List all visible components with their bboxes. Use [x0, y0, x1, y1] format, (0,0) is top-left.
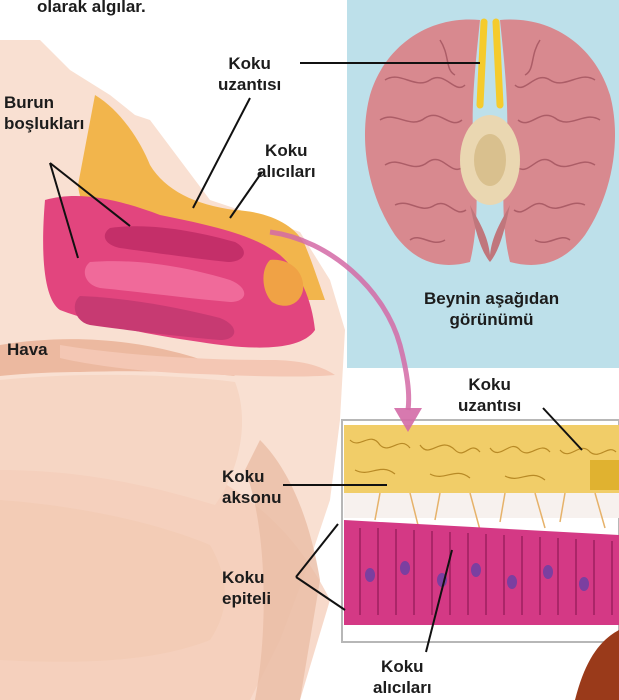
label-beyin-caption: Beynin aşağıdan görünümü: [424, 288, 559, 330]
mucus-gap: [344, 493, 619, 518]
label-koku-epiteli: Koku epiteli: [222, 567, 271, 609]
label-burun-bosluklari: Burun boşlukları: [4, 92, 84, 134]
label-koku-uzantisi-top: Koku uzantısı: [218, 53, 281, 95]
epithelium-layer: [344, 520, 619, 625]
label-koku-aksonu: Koku aksonu: [222, 466, 282, 508]
label-hava: Hava: [7, 339, 48, 360]
label-koku-alicilari-top: Koku alıcıları: [257, 140, 316, 182]
magnified-epithelium: [342, 420, 619, 642]
brainstem-detail: [474, 134, 506, 186]
label-koku-alicilari-bottom: Koku alıcıları: [373, 656, 432, 698]
olfactory-bulb-right: [496, 22, 500, 105]
leader-uzantisi-top: [193, 98, 250, 208]
olfactory-bulb-left: [480, 22, 484, 105]
nerve-bundle: [590, 460, 619, 490]
cribriform-layer: [344, 425, 619, 493]
label-koku-uzantisi-right: Koku uzantısı: [458, 374, 521, 416]
header-fragment: olarak algılar.: [37, 0, 146, 17]
